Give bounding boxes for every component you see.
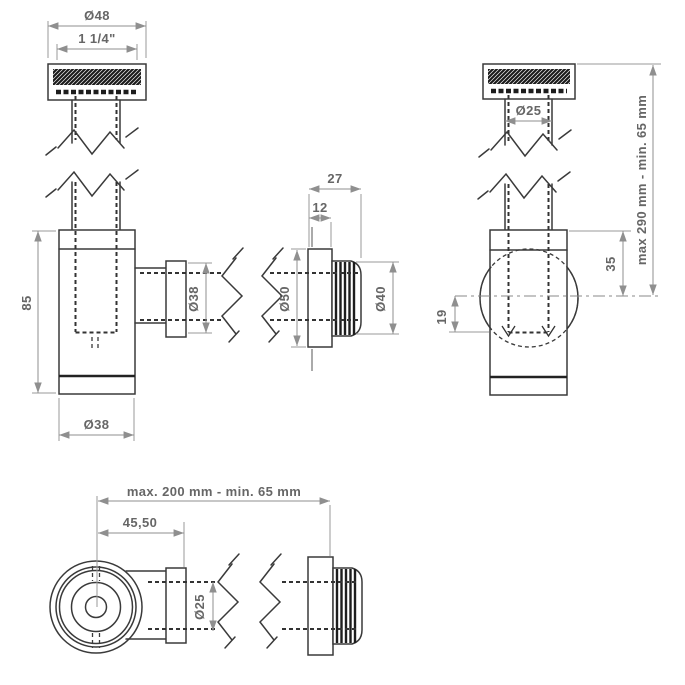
dimension-4550: 45,50 — [98, 515, 185, 567]
trap-body-circles — [49, 560, 143, 654]
pipe-break-symbol — [45, 127, 139, 156]
dimension-thread-size: 1 1/4" — [56, 31, 138, 60]
ball-joint-left-bulge — [479, 266, 492, 330]
dimension-depth35: 35 — [569, 230, 631, 296]
dim-label-19: 19 — [434, 309, 449, 324]
pipe-break-symbol — [217, 553, 240, 649]
dim-label-27: 27 — [327, 171, 342, 186]
view-trap-back: 35 19 — [434, 171, 661, 396]
hidden-pipe-edges — [148, 581, 217, 630]
view-top: max. 200 mm - min. 65 mm 45,50 Ø25 — [49, 484, 363, 656]
dimension-dia25: Ø25 — [505, 103, 552, 125]
dim-label-35: 35 — [603, 256, 618, 271]
trap-body-outline — [58, 229, 136, 395]
dim-label-12: 12 — [312, 200, 327, 215]
thread-hatch-band — [488, 69, 570, 84]
trap-body-outline — [489, 229, 568, 396]
dim-label-dia38-outlet: Ø38 — [186, 286, 201, 312]
dimension-max290: max 290 mm - min. 65 mm — [577, 63, 661, 295]
pipe-break-symbol — [221, 247, 244, 343]
outlet-nut-outline — [165, 260, 187, 338]
pipe-break-symbol — [478, 129, 572, 158]
dim-label-max200: max. 200 mm - min. 65 mm — [127, 484, 301, 499]
dimension-height85: 85 — [19, 230, 56, 394]
hidden-pipe-edges — [74, 182, 222, 351]
dimension-dia50: Ø50 — [277, 248, 306, 348]
view-inlet-flange-back: Ø25 max 290 mm - min. 65 mm — [478, 63, 661, 295]
dim-label-dia38-base: Ø38 — [84, 417, 110, 432]
dimension-collar12: 12 — [309, 200, 332, 247]
dim-label-dia48: Ø48 — [84, 8, 110, 23]
union-collar-outline — [307, 248, 333, 348]
thread-hatch-band — [53, 69, 141, 85]
dimension-dia40: Ø40 — [356, 261, 399, 335]
dim-label-dia50: Ø50 — [277, 286, 292, 312]
view-inlet-flange-front: Ø48 1 1/4" — [45, 8, 147, 156]
dimension-base-dia38: Ø38 — [58, 398, 135, 441]
union-thread-lines — [334, 262, 356, 335]
pipe-break-symbol — [259, 553, 282, 649]
view-wall-union-side: 27 12 Ø50 Ø40 — [261, 171, 399, 371]
dim-label-dia25: Ø25 — [516, 103, 542, 118]
dimension-max200: max. 200 mm - min. 65 mm — [98, 484, 331, 556]
dimension-dia25: Ø25 — [192, 582, 217, 631]
view-trap-front: 85 Ø38 Ø38 — [19, 169, 244, 441]
dim-label-4550: 45,50 — [123, 515, 158, 530]
union-collar-outline — [307, 556, 334, 656]
pipe-break-symbol — [45, 169, 139, 198]
dim-label-85: 85 — [19, 295, 34, 310]
dimension-drop19: 19 — [434, 296, 489, 333]
dim-label-max290: max 290 mm - min. 65 mm — [634, 95, 649, 265]
dimension-length27: 27 — [308, 171, 362, 258]
dim-label-dia25: Ø25 — [192, 594, 207, 620]
dim-label-thread-size: 1 1/4" — [78, 31, 115, 46]
dimension-outlet-dia38: Ø38 — [186, 262, 212, 334]
dimension-dia48: Ø48 — [47, 8, 147, 58]
dim-label-dia40: Ø40 — [373, 286, 388, 312]
outlet-nut-outline — [165, 567, 187, 644]
hidden-pipe-edges — [501, 184, 556, 338]
ball-joint-right-bulge — [566, 266, 579, 330]
pipe-break-symbol — [477, 171, 571, 200]
union-thread-lines — [335, 569, 357, 643]
